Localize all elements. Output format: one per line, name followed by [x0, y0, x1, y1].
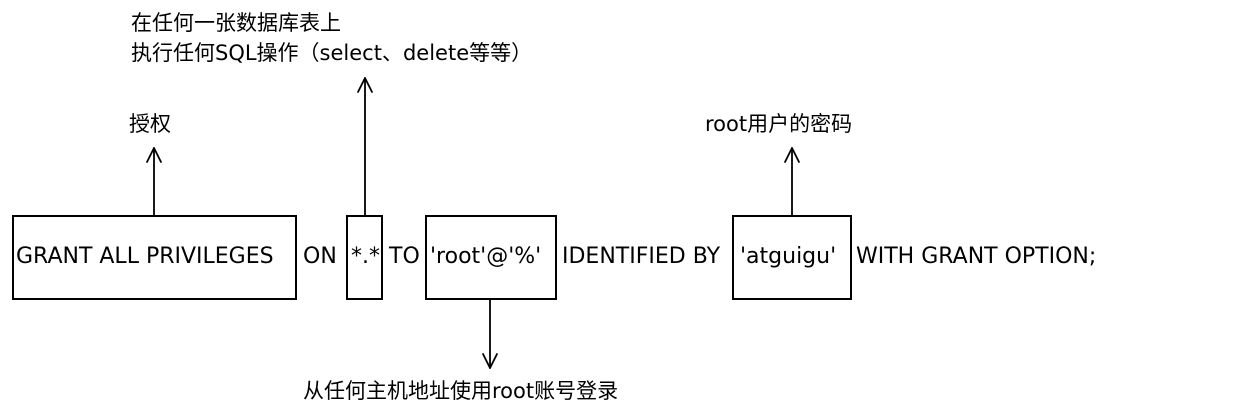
box-password [732, 215, 852, 300]
stmt-grant-all-privileges: GRANT ALL PRIVILEGES [16, 244, 274, 269]
stmt-to: TO [389, 244, 420, 269]
annotation-scope-line1: 在任何一张数据库表上 [131, 11, 341, 35]
stmt-identified-by: IDENTIFIED BY [562, 244, 721, 269]
stmt-password: 'atguigu' [740, 244, 837, 269]
arrow-down-host [482, 299, 498, 369]
box-grant-all-privileges [12, 215, 297, 300]
arrow-up-password [784, 147, 800, 216]
annotation-grant: 授权 [129, 112, 171, 136]
arrow-up-scope [357, 77, 373, 216]
box-user-host [425, 215, 557, 300]
stmt-user-host: 'root'@'%' [430, 244, 542, 269]
annotation-password: root用户的密码 [705, 112, 853, 136]
annotation-host: 从任何主机地址使用root账号登录 [303, 379, 619, 403]
stmt-with-grant-option: WITH GRANT OPTION; [856, 244, 1097, 269]
stmt-scope: *.* [351, 244, 380, 269]
arrow-up-grant [146, 147, 162, 216]
box-scope [346, 215, 383, 300]
annotation-scope-line2: 执行任何SQL操作（select、delete等等） [131, 41, 533, 65]
stmt-on: ON [303, 244, 337, 269]
